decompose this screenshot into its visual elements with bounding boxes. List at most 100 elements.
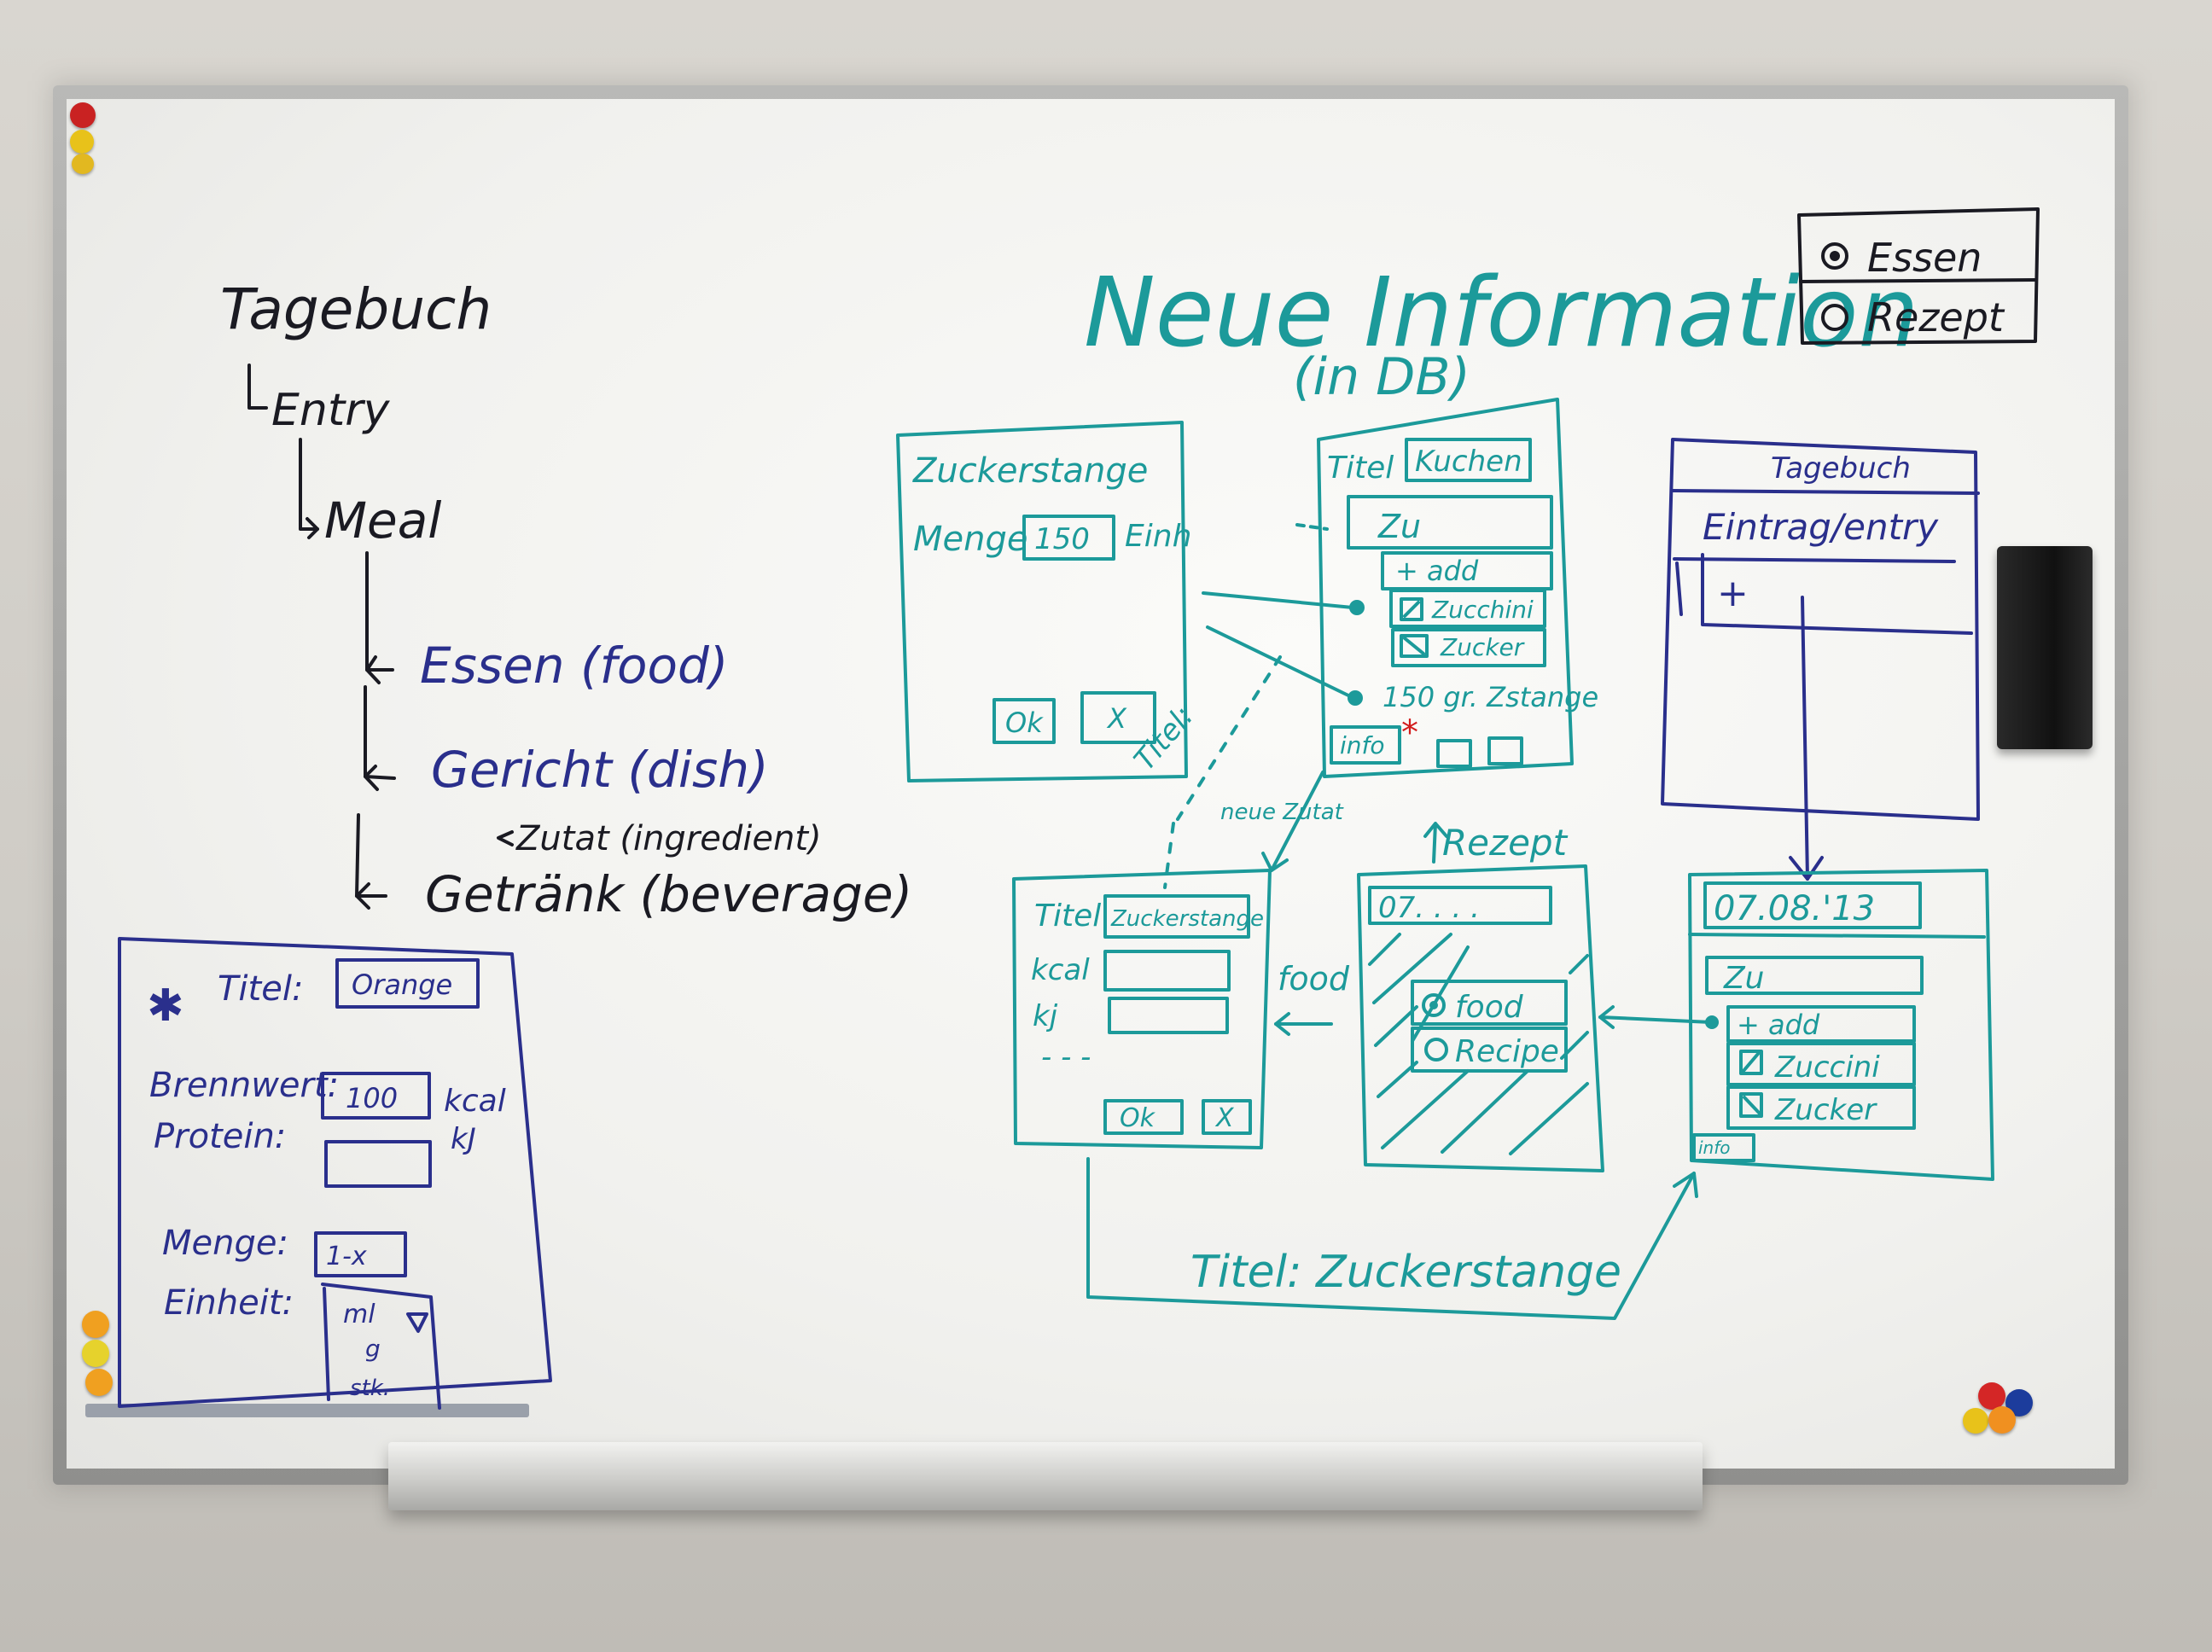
checkbox-icon[interactable] xyxy=(1739,1092,1763,1118)
screen2-titel-value: Kuchen xyxy=(1415,445,1522,479)
screen2-search-value: Zu xyxy=(1377,508,1421,545)
screen4-titel-field[interactable] xyxy=(1103,894,1250,939)
food-einheit-select[interactable] xyxy=(321,1283,441,1410)
unit-kj: kJ xyxy=(451,1122,476,1156)
screen2-titel-label: Titel xyxy=(1327,451,1394,486)
checkbox-icon[interactable] xyxy=(1400,634,1429,658)
screen2-titel-field[interactable] xyxy=(1405,438,1532,482)
screen6-info-label: info xyxy=(1698,1137,1731,1158)
einheit-option: g xyxy=(365,1335,381,1363)
magnet-yellow xyxy=(1963,1408,1988,1434)
screen2-search-field[interactable] xyxy=(1347,495,1553,550)
screen2-amount: 150 gr. Zstange xyxy=(1382,681,1598,713)
magnet-orange xyxy=(82,1311,109,1338)
screen-kuchen: Titel Kuchen Zu + add Zucchini Zucker 15… xyxy=(1317,398,1598,778)
checkbox-icon[interactable] xyxy=(1739,1050,1763,1075)
screen5-label-above: Rezept xyxy=(1442,822,1569,864)
food-form-sketch: ✱ Titel: Orange Brennwert: 100 kcal kJ P… xyxy=(118,937,552,1410)
screen6-date-field[interactable] xyxy=(1703,881,1922,929)
screen-day: 07.08.'13 Zu + add Zuccini Zucker info xyxy=(1688,869,1994,1181)
food-menge-label: Menge: xyxy=(162,1224,288,1263)
food-brennwert-label: Brennwert: xyxy=(149,1066,339,1105)
heading-title: Neue Information xyxy=(1084,258,1918,369)
screen6-search-field[interactable] xyxy=(1705,956,1924,995)
screen1-cancel-button[interactable] xyxy=(1080,691,1156,744)
magnet-red xyxy=(70,102,96,128)
screen6-item1-label: Zuccini xyxy=(1774,1050,1880,1085)
magnet-orange xyxy=(85,1369,113,1396)
screen1-ok-button[interactable] xyxy=(992,698,1056,744)
hierarchy-ingredient: Zutat (ingredient) xyxy=(515,819,822,858)
food-titel-label: Titel: xyxy=(218,969,303,1009)
heading-subtitle: (in DB) xyxy=(1293,347,1470,407)
radio-rezept[interactable] xyxy=(1821,304,1848,331)
screen2-item[interactable] xyxy=(1391,628,1546,667)
screen1-title: Zuckerstange xyxy=(912,451,1148,491)
screen6-add-label: + add xyxy=(1737,1009,1820,1041)
hierarchy-tree: Tagebuch Entry Meal Essen (food) Gericht… xyxy=(220,276,912,923)
screen4-kcal-field[interactable] xyxy=(1103,950,1231,992)
required-asterisk: ✱ xyxy=(147,980,184,1032)
screen6-info-button[interactable] xyxy=(1692,1133,1755,1162)
food-brennwert-field[interactable] xyxy=(321,1072,431,1120)
food-menge-field[interactable] xyxy=(314,1231,407,1277)
food-titel-field[interactable] xyxy=(335,958,480,1009)
magnet-yellow xyxy=(72,154,94,174)
screen-new-food: Titel Zuckerstange kcal kj - - - Ok X xyxy=(1012,869,1272,1149)
screen1-ok-label: Ok xyxy=(1005,707,1044,739)
checkbox-icon[interactable] xyxy=(1400,597,1423,621)
tray-rail xyxy=(85,1404,529,1417)
screen4-kj-label: kj xyxy=(1033,999,1058,1033)
whiteboard-surface xyxy=(67,99,2115,1469)
flow-neue-zutat: neue Zutat xyxy=(1220,800,1344,825)
screen6-add-button[interactable] xyxy=(1726,1005,1916,1043)
radio-essen-label: Essen xyxy=(1867,235,1982,281)
hierarchy-dish: Gericht (dish) xyxy=(431,741,769,799)
screen2-ok-icon[interactable] xyxy=(1436,739,1472,768)
screen5-recipe-label: Recipe xyxy=(1455,1034,1559,1069)
screen4-kj-field[interactable] xyxy=(1108,997,1229,1034)
food-protein-label: Protein: xyxy=(154,1117,286,1156)
eraser[interactable] xyxy=(1997,546,2093,749)
screen2-add-label: + add xyxy=(1395,555,1479,587)
screen5-date-value: 07. . . . xyxy=(1378,891,1480,925)
screen2-item1-label: Zucchini xyxy=(1431,596,1534,624)
screen6-item[interactable] xyxy=(1726,1085,1916,1130)
screen2-cancel-icon[interactable] xyxy=(1487,736,1523,765)
hierarchy-root: Tagebuch xyxy=(220,276,492,342)
screen-tagebuch: Tagebuch Eintrag/entry + xyxy=(1661,438,1980,881)
food-titel-value: Orange xyxy=(352,969,452,1001)
radio-rezept-label: Rezept xyxy=(1867,294,2005,340)
magnet-yellow xyxy=(82,1340,109,1367)
screen4-more: - - - xyxy=(1041,1040,1091,1074)
screen-choose: Rezept 07. . . . food Recipe xyxy=(1357,822,1604,1172)
food-menge-value: 1-x xyxy=(326,1242,367,1271)
screen4-kcal-label: kcal xyxy=(1031,953,1090,987)
screen5-recipe-option[interactable] xyxy=(1411,1027,1568,1073)
screen4-cancel-label: X xyxy=(1214,1103,1235,1133)
magnet-red xyxy=(1978,1382,2005,1410)
screen3-title: Tagebuch xyxy=(1771,451,1911,486)
screen5-date-field[interactable] xyxy=(1368,886,1552,925)
required-asterisk: * xyxy=(1401,713,1418,753)
screen5-food-label: food xyxy=(1455,990,1524,1025)
screen1-menge-field[interactable] xyxy=(1022,515,1115,561)
flow-titel-label: Titel: xyxy=(1127,700,1201,777)
screen5-food-option[interactable] xyxy=(1411,980,1568,1026)
food-brennwert-value: 100 xyxy=(346,1082,398,1114)
food-einheit-label: Einheit: xyxy=(164,1283,294,1323)
screen2-info-button[interactable] xyxy=(1330,725,1401,765)
magnet-orange xyxy=(1988,1406,2016,1434)
einheit-option: stk. xyxy=(350,1376,390,1401)
flow-bottom-label: Titel: Zuckerstange xyxy=(1190,1247,1621,1298)
screen4-ok-button[interactable] xyxy=(1103,1099,1184,1135)
screen4-ok-label: Ok xyxy=(1120,1103,1156,1133)
radio-essen[interactable] xyxy=(1821,242,1848,270)
screen1-cancel-label: X xyxy=(1106,702,1127,735)
screen6-item[interactable] xyxy=(1726,1042,1916,1086)
screen4-titel-label: Titel xyxy=(1034,899,1101,934)
screen4-cancel-button[interactable] xyxy=(1202,1099,1252,1135)
screen2-item[interactable] xyxy=(1389,589,1546,628)
food-protein-field[interactable] xyxy=(324,1140,432,1188)
